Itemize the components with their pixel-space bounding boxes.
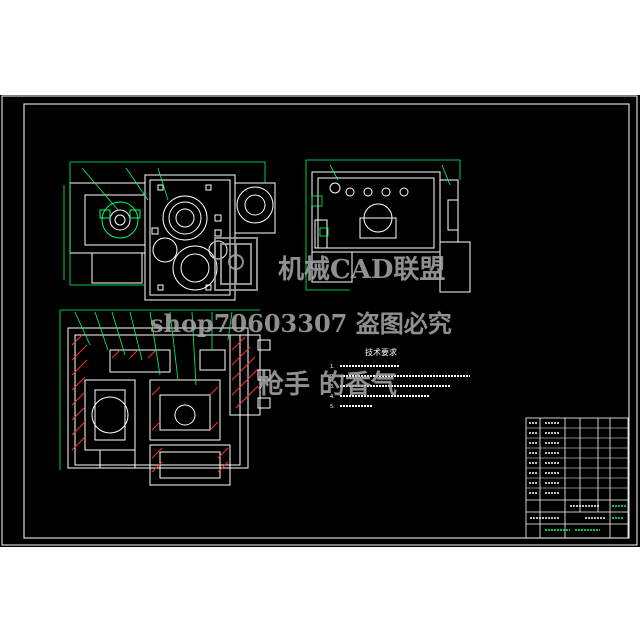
- title-block: [525, 417, 629, 539]
- top-view-annotations: [63, 161, 266, 286]
- tech-req-item: 2.: [330, 374, 335, 380]
- top-view: [69, 174, 276, 301]
- drawing-background: [0, 95, 640, 547]
- inner-frame: [23, 103, 630, 539]
- tech-req-item: 3.: [330, 384, 335, 390]
- watermark-line1: 机械CAD联盟: [278, 255, 445, 285]
- title-block-green: [545, 505, 626, 531]
- outer-frame: [1, 95, 638, 546]
- top-view-green-shapes: [99, 209, 141, 219]
- section-hatching: [71, 334, 259, 473]
- watermark-line2: shop70603307 盗图必究: [150, 309, 452, 338]
- tech-req-item: 4.: [330, 394, 335, 400]
- watermark-line3: 枪手 的香气: [258, 369, 397, 400]
- title-block-text: [529, 422, 605, 519]
- side-view: [311, 171, 471, 293]
- side-view-annotations: [305, 159, 461, 291]
- section-leaders: [59, 309, 260, 470]
- tech-req-heading: 技术要求: [365, 347, 397, 357]
- technical-requirements-block: 技术要求 1. 2. 3. 4. 5.: [330, 347, 470, 410]
- section-view: [67, 327, 271, 486]
- watermark-logo: [214, 237, 258, 291]
- watermark: 机械CAD联盟 shop70603307 盗图必究 枪手 的香气: [150, 237, 452, 400]
- tech-req-item: 5.: [330, 404, 335, 410]
- tech-req-item: 1.: [330, 364, 335, 370]
